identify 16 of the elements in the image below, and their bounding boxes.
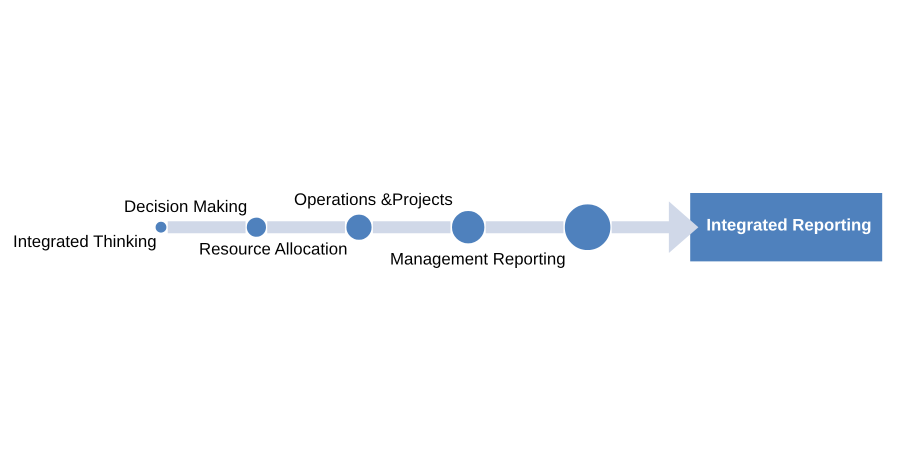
node-label: Resource Allocation [198, 239, 348, 258]
connector [486, 221, 564, 234]
node-circle [344, 212, 374, 242]
node-circle [450, 208, 487, 246]
node-label: Decision Making [124, 196, 248, 216]
arrow [612, 201, 698, 254]
node-circle [153, 219, 169, 235]
node-label: Integrated Thinking [13, 232, 157, 252]
node-label: Management Reporting [390, 250, 566, 269]
connector [372, 221, 450, 234]
node-circle [244, 215, 268, 240]
connector [267, 221, 345, 234]
connector [168, 221, 246, 234]
node-box: Integrated Reporting [689, 192, 884, 263]
node-label: Operations &Projects [294, 190, 453, 210]
node-circle [562, 202, 613, 252]
